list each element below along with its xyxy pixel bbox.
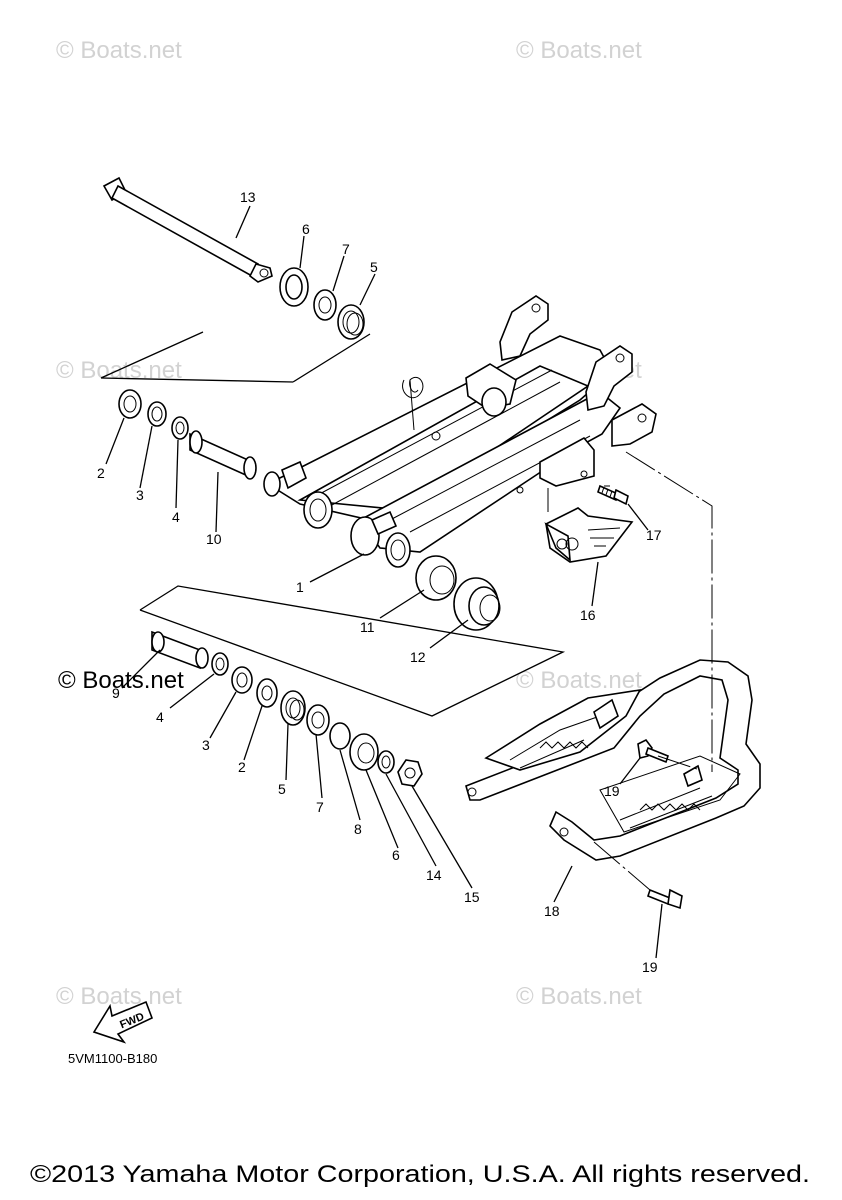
callout-7b: 7 xyxy=(316,799,324,815)
callouts: 13 6 7 5 2 3 4 10 1 11 12 16 17 9 4 3 2 … xyxy=(97,189,662,975)
callout-2: 2 xyxy=(97,465,105,481)
fwd-arrow-icon: FWD xyxy=(92,1000,154,1044)
upper-bushings xyxy=(279,267,365,340)
callout-14: 14 xyxy=(426,867,442,883)
copyright-notice: ©2013 Yamaha Motor Corporation, U.S.A. A… xyxy=(30,1161,810,1188)
watermark: © Boats.net xyxy=(56,37,182,64)
callout-11: 11 xyxy=(360,619,375,635)
callout-3b: 3 xyxy=(202,737,210,753)
callout-5b: 5 xyxy=(278,781,286,797)
callout-5: 5 xyxy=(370,259,378,275)
left-bearings xyxy=(118,389,257,480)
callout-10: 10 xyxy=(206,531,222,547)
lower-bearings xyxy=(151,630,423,787)
bolt-19 xyxy=(637,738,683,910)
callout-12: 12 xyxy=(410,649,426,665)
swingarm-1 xyxy=(263,295,657,568)
watermark: © Boats.net xyxy=(516,983,642,1010)
callout-15: 15 xyxy=(464,889,480,905)
callout-2b: 2 xyxy=(238,759,246,775)
callout-9: 9 xyxy=(112,685,120,701)
callout-16: 16 xyxy=(580,607,596,623)
diagram-code: 5VM1100-B180 xyxy=(68,1051,157,1066)
watermark: © Boats.net xyxy=(516,37,642,64)
callout-4: 4 xyxy=(172,509,180,525)
callout-13: 13 xyxy=(240,189,256,205)
callout-19a: 19 xyxy=(604,783,620,799)
callout-8: 8 xyxy=(354,821,362,837)
callout-18: 18 xyxy=(544,903,560,919)
callout-3: 3 xyxy=(136,487,144,503)
pivot-shaft-13 xyxy=(102,176,273,283)
callout-4b: 4 xyxy=(156,709,164,725)
callout-6: 6 xyxy=(302,221,310,237)
group-outlines xyxy=(100,331,566,717)
chain-guide-16 xyxy=(544,507,634,563)
watermark: © Boats.net xyxy=(56,983,182,1010)
thrust-covers-11-12 xyxy=(415,555,501,631)
leader-lines xyxy=(105,205,663,959)
watermark: © Boats.net xyxy=(58,667,184,694)
callout-7: 7 xyxy=(342,241,350,257)
callout-17: 17 xyxy=(646,527,662,543)
bolt-17 xyxy=(597,484,629,506)
footrest-18 xyxy=(465,659,761,861)
alignment-lines xyxy=(547,451,713,891)
watermark: © Boats.net xyxy=(516,667,642,694)
callout-1: 1 xyxy=(296,579,304,595)
callout-6b: 6 xyxy=(392,847,400,863)
callout-19b: 19 xyxy=(642,959,658,975)
